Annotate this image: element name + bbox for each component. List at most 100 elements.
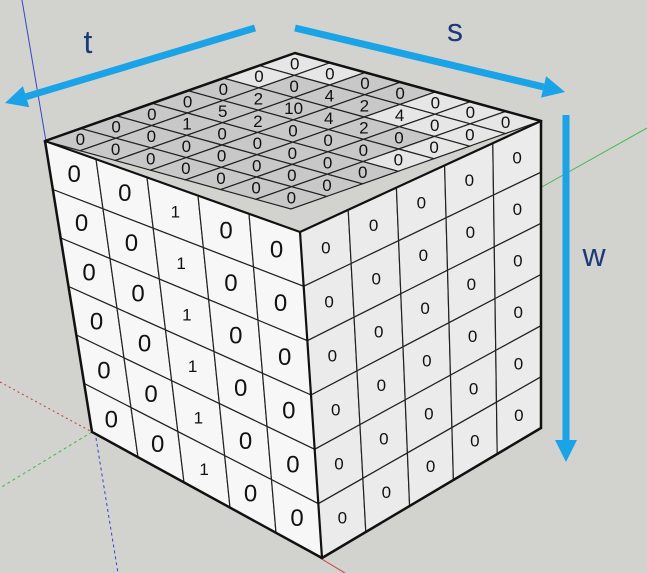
top-face-value: 2 xyxy=(359,119,368,138)
top-face-value: 1 xyxy=(182,115,191,134)
top-face-value: 4 xyxy=(324,109,333,128)
top-face-value: 2 xyxy=(360,96,369,115)
left-face-value: 1 xyxy=(199,460,208,479)
left-face-value: 0 xyxy=(274,290,287,317)
right-face-value: 0 xyxy=(426,457,435,476)
right-face-value: 0 xyxy=(369,216,378,235)
axis-label-w: w xyxy=(581,237,606,273)
axis-label-s: s xyxy=(447,12,463,48)
top-face-value: 0 xyxy=(394,151,403,170)
top-face-value: 0 xyxy=(288,122,297,141)
right-face-value: 0 xyxy=(379,429,388,448)
top-face-value: 0 xyxy=(252,156,261,175)
right-face-value: 0 xyxy=(328,346,337,365)
right-face-value: 0 xyxy=(514,354,523,373)
top-face-value: 0 xyxy=(289,77,298,96)
left-face-value: 0 xyxy=(105,407,118,434)
right-face-value: 0 xyxy=(513,303,522,322)
top-face-value: 0 xyxy=(465,126,474,145)
right-face-value: 0 xyxy=(324,292,333,311)
right-face-value: 0 xyxy=(371,269,380,288)
top-face-value: 0 xyxy=(325,64,334,83)
left-face-value: 0 xyxy=(219,218,232,245)
top-face-value: 0 xyxy=(501,113,510,132)
right-face-value: 0 xyxy=(466,223,475,242)
top-face-value: 0 xyxy=(290,55,299,74)
right-face-value: 0 xyxy=(417,193,426,212)
top-face-value: 0 xyxy=(429,138,438,157)
cube-front-edges xyxy=(44,120,542,559)
left-face-value: 0 xyxy=(151,431,164,458)
top-face-value: 0 xyxy=(287,188,296,207)
right-face-value: 0 xyxy=(469,379,478,398)
top-face-value: 0 xyxy=(394,128,403,147)
top-face-value: 4 xyxy=(325,87,334,106)
top-face-value: 0 xyxy=(360,74,369,93)
right-face-value: 0 xyxy=(513,251,522,270)
scene-axis-red xyxy=(319,557,346,573)
top-face-value: 0 xyxy=(395,84,404,103)
right-face-value: 0 xyxy=(465,171,474,190)
left-face-value: 0 xyxy=(224,270,237,297)
top-face-value: 2 xyxy=(254,90,263,109)
right-face-value: 0 xyxy=(513,200,522,219)
left-face-value: 0 xyxy=(286,451,299,478)
left-face-value: 0 xyxy=(229,323,242,350)
top-face-value: 0 xyxy=(466,103,475,122)
left-face-value: 1 xyxy=(176,254,185,273)
arrow-s xyxy=(294,24,565,98)
top-face-value: 0 xyxy=(111,140,120,159)
top-face-value: 4 xyxy=(395,106,404,125)
axis-label-t: t xyxy=(84,24,93,60)
left-face-value: 1 xyxy=(188,357,197,376)
left-face-value: 1 xyxy=(182,306,191,325)
left-face-value: 0 xyxy=(68,161,81,188)
right-face-value: 0 xyxy=(321,238,330,257)
left-face-value: 1 xyxy=(194,408,203,427)
top-face-value: 10 xyxy=(284,99,303,118)
scene-axis-green xyxy=(539,127,647,189)
left-face-value: 0 xyxy=(282,398,295,425)
right-face-value: 0 xyxy=(470,431,479,450)
scene-axis-green-dashed xyxy=(0,431,93,489)
top-face-value: 0 xyxy=(147,105,156,124)
top-face-value: 0 xyxy=(323,131,332,150)
scene-axis-red-dashed xyxy=(0,381,93,433)
top-face-value: 0 xyxy=(288,144,297,163)
top-face-value: 0 xyxy=(76,130,85,149)
top-face-value: 0 xyxy=(253,134,262,153)
left-face-value: 0 xyxy=(239,428,252,455)
left-face-value: 0 xyxy=(234,375,247,402)
scene-axis-blue-dashed xyxy=(94,431,119,573)
cube-outline xyxy=(43,51,543,560)
right-face-value: 0 xyxy=(374,323,383,342)
left-face-value: 0 xyxy=(90,308,103,335)
top-face-value: 0 xyxy=(359,141,368,160)
right-face-value: 0 xyxy=(334,455,343,474)
right-face-value: 0 xyxy=(338,509,347,528)
right-face-value: 0 xyxy=(377,376,386,395)
left-face-value: 0 xyxy=(278,344,291,371)
top-face-value: 0 xyxy=(358,163,367,182)
top-face-value: 0 xyxy=(147,127,156,146)
left-face-value: 0 xyxy=(290,505,303,532)
top-face-value: 0 xyxy=(111,118,120,137)
top-face-value: 0 xyxy=(430,116,439,135)
arrow-t xyxy=(5,24,257,108)
arrow-w xyxy=(555,115,577,462)
right-face-value: 0 xyxy=(420,299,429,318)
top-face-value: 0 xyxy=(322,176,331,195)
left-face-value: 0 xyxy=(270,236,283,263)
top-face-value: 0 xyxy=(254,67,263,86)
top-face-value: 0 xyxy=(217,147,226,166)
top-face-value: 0 xyxy=(183,92,192,111)
left-face-value: 0 xyxy=(244,480,257,507)
right-face-value: 0 xyxy=(512,148,521,167)
left-face-value: 0 xyxy=(144,381,157,408)
top-face-value: 5 xyxy=(218,102,227,121)
top-face-value: 0 xyxy=(431,94,440,113)
top-face-cell xyxy=(253,186,329,210)
left-face-value: 0 xyxy=(138,331,151,358)
